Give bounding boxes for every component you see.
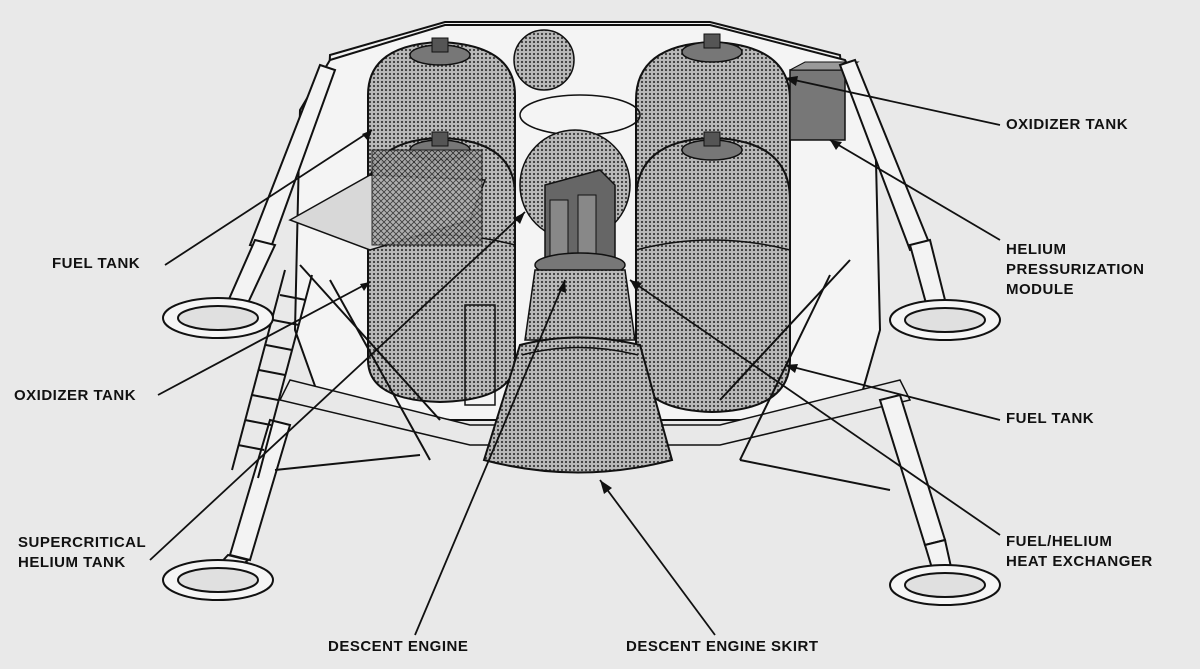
leader-supercritical-helium	[149, 211, 526, 561]
label-fuel-tank-left: FUEL TANK	[52, 255, 141, 272]
ladder	[231, 269, 313, 479]
label-supercritical-helium-tank: SUPERCRITICAL HELIUM TANK	[18, 533, 146, 573]
label-helium-line-2: PRESSURIZATION	[1006, 261, 1145, 278]
leader-fuel-tank-left	[164, 129, 373, 266]
leader-oxidizer-tank-left	[157, 281, 371, 396]
footpads	[162, 297, 1001, 606]
label-oxidizer-tank-right: OXIDIZER TANK	[1006, 116, 1129, 133]
top-sphere	[513, 29, 575, 91]
label-helium-line-3: MODULE	[1006, 281, 1074, 298]
label-heat-exchanger-line-2: HEAT EXCHANGER	[1006, 553, 1153, 570]
label-supercritical-line-1: SUPERCRITICAL	[18, 534, 147, 551]
label-descent-engine: DESCENT ENGINE	[328, 638, 469, 655]
porch-platform	[288, 149, 487, 251]
leader-descent-engine-skirt	[599, 479, 716, 636]
front-fuel-tank-right	[635, 131, 791, 414]
leader-lines	[149, 77, 1001, 636]
label-supercritical-line-2: HELIUM TANK	[18, 554, 126, 571]
label-helium-pressurization-module: HELIUM PRESSURIZATION MODULE	[1006, 240, 1144, 300]
descent-engine	[524, 169, 636, 341]
label-heat-exchanger-line-1: FUEL/HELIUM	[1006, 533, 1113, 550]
label-fuel-tank-right: FUEL TANK	[1006, 410, 1095, 427]
label-oxidizer-tank-left: OXIDIZER TANK	[14, 387, 137, 404]
leader-descent-engine	[414, 279, 566, 636]
arrowheads	[360, 76, 842, 494]
descent-engine-skirt	[482, 336, 674, 474]
leader-helium-module	[829, 139, 1001, 241]
label-helium-line-1: HELIUM	[1006, 241, 1067, 258]
label-fuel-helium-heat-exchanger: FUEL/HELIUM HEAT EXCHANGER	[1006, 532, 1153, 572]
leader-oxidizer-tank-right	[784, 77, 1001, 126]
leader-heat-exchanger	[629, 279, 1001, 536]
leader-fuel-tank-right	[784, 364, 1001, 421]
label-descent-engine-skirt: DESCENT ENGINE SKIRT	[626, 638, 819, 655]
